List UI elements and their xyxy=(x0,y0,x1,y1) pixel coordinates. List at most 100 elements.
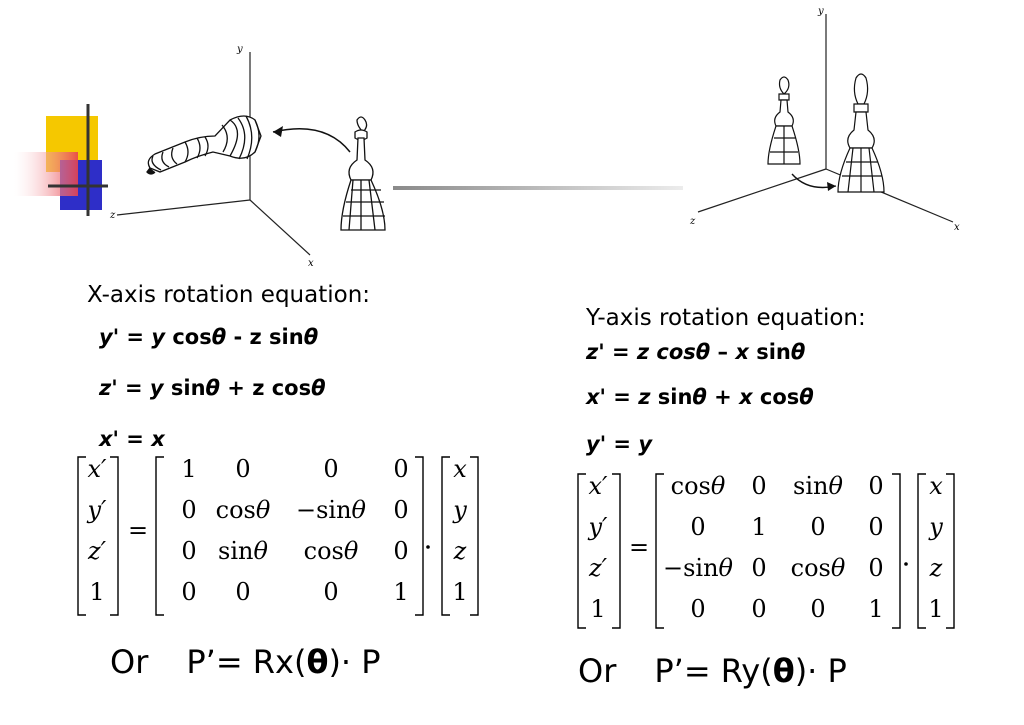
lhs-vector-entry: 1 xyxy=(590,595,605,623)
matrix-cell: 0 xyxy=(751,554,766,582)
x-rotation-heading: X-axis rotation equation: xyxy=(87,282,371,308)
matrix-cell: 1 xyxy=(868,595,883,623)
equation-term: sin xyxy=(650,385,693,409)
matrix-cell: 0 xyxy=(393,537,408,565)
decorative-squares xyxy=(12,100,112,220)
chess-piece-after-icon xyxy=(837,73,885,193)
matrix-cell: 0 xyxy=(810,595,825,623)
equation-term: θ xyxy=(695,340,711,364)
equation-term: - z sin xyxy=(226,325,304,349)
matrix-cell: sinθ xyxy=(793,472,843,500)
formula-suffix: )· P xyxy=(794,652,847,690)
lhs-vector-entry: x′ xyxy=(589,472,609,500)
theta-symbol: θ xyxy=(772,652,795,690)
axis-z-label: z xyxy=(109,210,116,221)
equation-term: sin xyxy=(163,376,206,400)
x-rotation-figure: y z x xyxy=(105,40,405,270)
y-rotation-figure: y z x xyxy=(688,4,978,236)
lhs-vector-entry: y′ xyxy=(86,496,107,524)
matrix-cell: cosθ xyxy=(791,554,846,582)
equation-term: = xyxy=(118,427,152,451)
rhs-vector-entry: z xyxy=(453,537,467,565)
equation-term: = xyxy=(606,432,639,456)
rhs-vector-entry: 1 xyxy=(452,578,467,606)
matrix-cell: 0 xyxy=(323,578,338,606)
y-rotation-heading: Y-axis rotation equation: xyxy=(586,305,866,331)
chess-piece-before-icon xyxy=(767,76,801,165)
equation-term: y xyxy=(151,325,166,349)
matrix-cell: −sinθ xyxy=(296,496,367,524)
x-equation-2: z' = y sinθ + z cosθ xyxy=(99,376,326,400)
equation-term: z xyxy=(638,385,651,409)
rhs-vector-entry: y xyxy=(928,513,943,541)
axis-y-label-right: y xyxy=(817,6,824,17)
matrix-cell: cosθ xyxy=(304,537,359,565)
equation-term: x xyxy=(151,427,165,451)
equals-sign: = xyxy=(128,517,148,545)
matrix-cell: 0 xyxy=(323,455,338,483)
equation-lhs: z' xyxy=(99,376,118,400)
matrix-cell: 0 xyxy=(393,496,408,524)
matrix-cell: 0 xyxy=(181,578,196,606)
lhs-vector-entry: z′ xyxy=(87,537,107,565)
equation-lhs: x' xyxy=(586,385,606,409)
matrix-cell: 0 xyxy=(868,472,883,500)
matrix-cell: 0 xyxy=(181,496,196,524)
y-equation-3: y' = y xyxy=(586,432,652,456)
formula-prefix: P’= Ry( xyxy=(654,652,773,690)
matrix-cell: 0 xyxy=(810,513,825,541)
equation-term: x xyxy=(739,385,753,409)
equation-term: = xyxy=(119,325,152,349)
matrix-cell: −sinθ xyxy=(663,554,734,582)
axis-x-label: x xyxy=(308,258,314,269)
rotated-chess-piece-icon xyxy=(146,115,262,175)
equation-term: cos xyxy=(752,385,800,409)
matrix-cell: 1 xyxy=(393,578,408,606)
or-label: Or xyxy=(110,643,149,681)
red-gradient-square xyxy=(14,152,78,196)
x-equation-3: x' = x xyxy=(99,427,165,451)
formula-prefix: P’= Rx( xyxy=(186,643,307,681)
rhs-vector-entry: x xyxy=(453,455,467,483)
matrix-cell: 0 xyxy=(181,537,196,565)
equation-term: θ xyxy=(303,325,319,349)
axis-x-label-right: x xyxy=(954,222,960,233)
multiply-dot xyxy=(904,562,908,566)
equation-term: θ xyxy=(311,376,326,400)
or-label: Or xyxy=(578,652,617,690)
equation-term: z cos xyxy=(636,340,696,364)
equation-lhs: y' xyxy=(99,325,120,349)
equation-term: = xyxy=(605,385,639,409)
divider-line xyxy=(393,186,683,190)
lhs-vector-entry: x′ xyxy=(88,455,108,483)
rhs-vector-entry: 1 xyxy=(928,595,943,623)
multiply-dot xyxy=(426,545,430,549)
matrix-cell: 0 xyxy=(751,472,766,500)
rhs-vector-entry: z xyxy=(929,554,943,582)
equation-term: + xyxy=(706,385,740,409)
matrix-cell: 0 xyxy=(393,455,408,483)
equation-lhs: x' xyxy=(99,427,119,451)
equation-lhs: y' xyxy=(586,432,607,456)
rhs-vector-entry: y xyxy=(452,496,467,524)
equation-term: θ xyxy=(205,376,220,400)
matrix-cell: cosθ xyxy=(671,472,726,500)
equation-lhs: z' xyxy=(586,340,605,364)
equation-term: = xyxy=(604,340,637,364)
matrix-cell: 1 xyxy=(751,513,766,541)
y-equation-2: x' = z sinθ + x cosθ xyxy=(586,385,814,409)
matrix-cell: 0 xyxy=(751,595,766,623)
equation-term: θ xyxy=(790,340,806,364)
rotation-arrow-icon xyxy=(272,128,351,153)
equation-term: θ xyxy=(211,325,227,349)
equals-sign: = xyxy=(629,534,649,562)
x-equation-1: y' = y cosθ - z sinθ xyxy=(99,325,318,349)
matrix-cell: 1 xyxy=(181,455,196,483)
lhs-vector-entry: z′ xyxy=(588,554,608,582)
matrix-cell: 0 xyxy=(235,578,250,606)
theta-symbol: θ xyxy=(306,643,329,681)
equation-term: y xyxy=(149,376,164,400)
